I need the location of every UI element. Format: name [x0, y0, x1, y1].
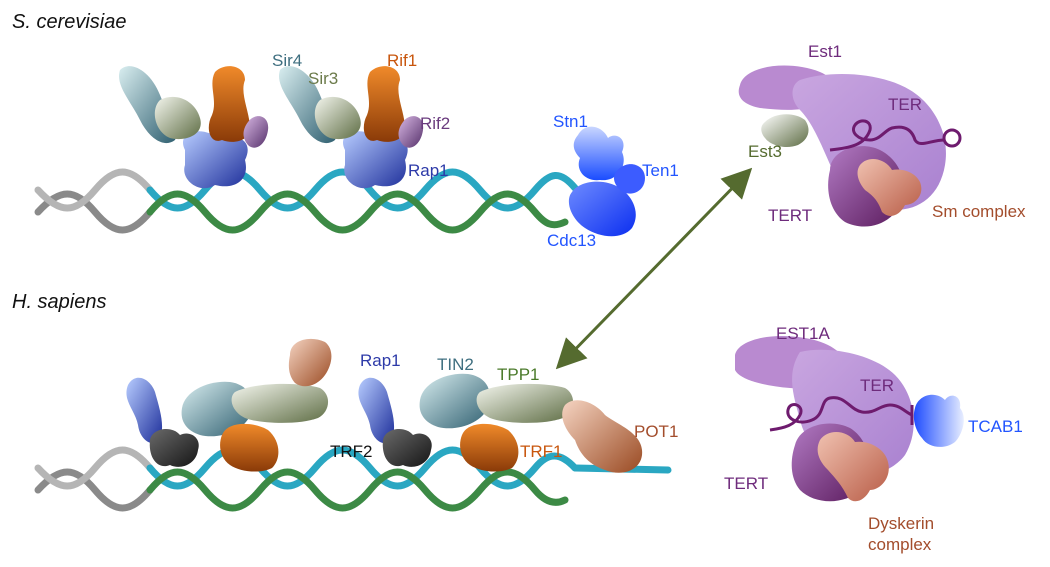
sir4-label: Sir4 — [272, 51, 303, 70]
yeast-sir3-shape-2 — [314, 96, 361, 140]
yeast-section-title: S. cerevisiae — [12, 11, 127, 33]
yeast-tert-label: TERT — [768, 206, 813, 225]
yeast-telomerase — [738, 65, 962, 227]
est3-label: Est3 — [748, 142, 783, 161]
yeast-rif1-shape-1 — [208, 66, 251, 142]
rap1-label: Rap1 — [408, 161, 449, 180]
yeast-ter-label: TER — [888, 95, 922, 114]
est1a-label: EST1A — [776, 324, 830, 343]
est1-label: Est1 — [808, 42, 843, 61]
sir3-label: Sir3 — [308, 69, 339, 88]
human-pot1-shape-2 — [562, 400, 643, 473]
human-tpp1-shape-2 — [476, 383, 574, 423]
yeast-rif2-shape-1 — [243, 116, 269, 148]
dyskerin-label-line1: Dyskerin — [868, 514, 935, 533]
human-dna — [34, 446, 672, 512]
tcab1-label: TCAB1 — [968, 417, 1023, 436]
tpp1-label: TPP1 — [497, 365, 540, 384]
cdc13-label: Cdc13 — [547, 231, 597, 250]
yeast-rap1-shape-2 — [343, 131, 408, 189]
yeast-stn1-shape — [573, 126, 624, 181]
human-section-title: H. sapiens — [12, 291, 107, 313]
trf1-label: TRF1 — [520, 442, 563, 461]
human-rap1-shape-2 — [358, 377, 395, 444]
stn1-label: Stn1 — [553, 112, 588, 131]
human-telomerase — [735, 335, 964, 502]
human-pot1-shape-1 — [288, 338, 332, 387]
sm-complex-label: Sm complex — [932, 202, 1026, 221]
yeast-rap1-shape-1 — [183, 131, 248, 189]
ten1-label: Ten1 — [642, 161, 679, 180]
human-rap1-label: Rap1 — [360, 351, 401, 370]
yeast-rif1-shape-2 — [363, 66, 406, 142]
yeast-sir3-shape-1 — [154, 96, 201, 140]
human-rap1-shape-1 — [126, 377, 163, 444]
yeast-rif2-shape-2 — [398, 116, 424, 148]
human-tin2-shape-2 — [419, 373, 490, 429]
dyskerin-label-line2: complex — [868, 535, 932, 554]
human-trf1-shape-1 — [220, 423, 279, 472]
interaction-arrow — [555, 167, 753, 370]
rif2-label: Rif2 — [420, 114, 451, 133]
human-tpp1-shape-1 — [231, 383, 329, 423]
yeast-dna — [34, 168, 579, 234]
human-trf2-shape-2 — [382, 428, 432, 467]
human-trf2-shape-1 — [149, 428, 199, 467]
pot1-label: POT1 — [634, 422, 679, 441]
trf2-label: TRF2 — [330, 442, 373, 461]
human-tert-label: TERT — [724, 474, 769, 493]
rif1-label: Rif1 — [387, 51, 418, 70]
tin2-label: TIN2 — [437, 355, 474, 374]
human-trf1-shape-2 — [460, 423, 519, 472]
human-ter-label: TER — [860, 376, 894, 395]
